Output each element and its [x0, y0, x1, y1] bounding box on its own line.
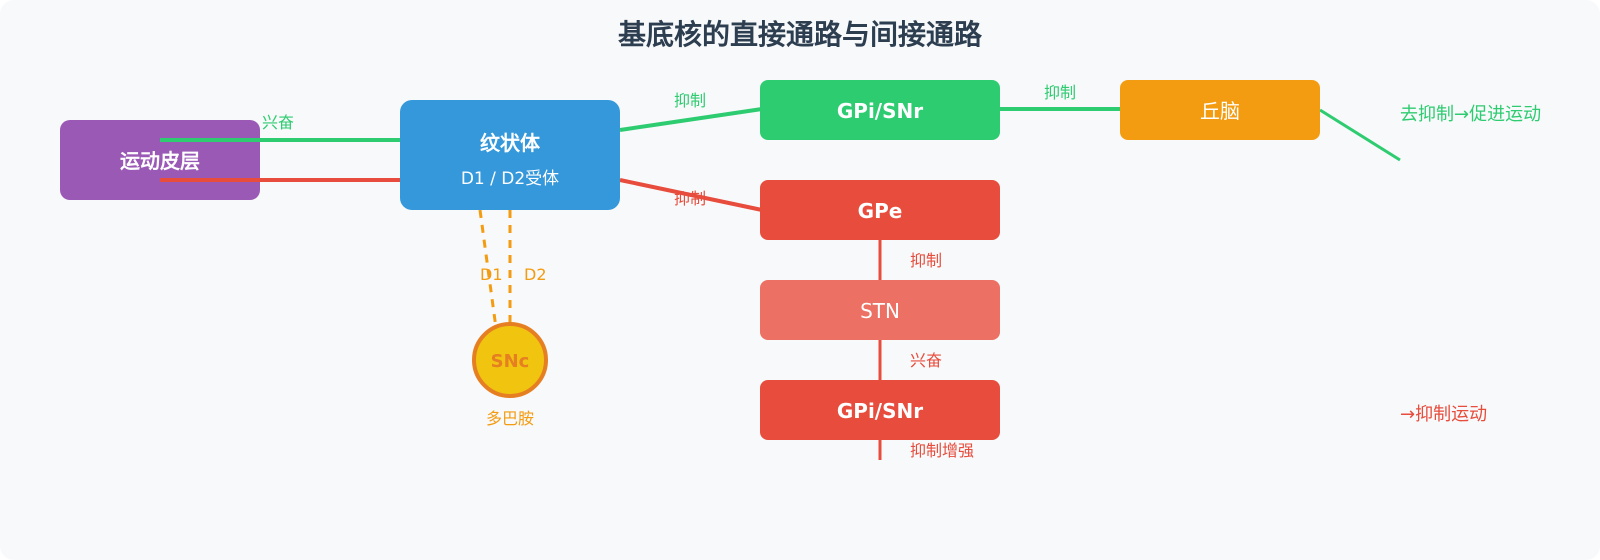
label-striatum-gpi-inhibit: 抑制	[674, 91, 706, 110]
node-gpi-indirect: GPi/SNr	[760, 380, 1000, 440]
gpe-box	[760, 180, 1000, 240]
node-gpe: GPe	[760, 180, 1000, 240]
label-striatum-gpe-inhibit: 抑制	[674, 189, 706, 208]
diagram-title: 基底核的直接通路与间接通路	[618, 18, 983, 51]
label-d1: D1	[480, 265, 503, 284]
snc-caption: 多巴胺	[486, 409, 534, 428]
stn-box	[760, 280, 1000, 340]
gpe-label: GPe	[858, 199, 903, 223]
striatum-subtitle: D1 / D2受体	[461, 169, 559, 189]
node-snc: SNc 多巴胺	[472, 322, 548, 428]
edge-thalamus-outcome	[1319, 108, 1401, 162]
stn-label: STN	[860, 299, 900, 323]
edge-dopamine-d1	[478, 209, 498, 329]
label-gpe-stn-inhibit: 抑制	[910, 251, 942, 270]
node-stn: STN	[760, 280, 1000, 340]
edge-striatum-gpi-direct	[619, 107, 763, 132]
outcome-direct: 去抑制→促进运动	[1400, 104, 1541, 125]
thalamus-label: 丘脑	[1200, 99, 1240, 123]
motor-cortex-label: 运动皮层	[120, 149, 200, 173]
gpi-indirect-box	[760, 380, 1000, 440]
gpi-direct-box	[760, 80, 1000, 140]
node-motor-cortex: 运动皮层	[60, 120, 260, 200]
striatum-box	[400, 100, 620, 210]
label-gpi-thalamus-inhibit: 抑制	[1044, 83, 1076, 102]
edge-labels: 兴奋 抑制 抑制 抑制 D1 D2 抑制 兴奋 抑制增强	[262, 83, 1076, 460]
snc-circle	[472, 322, 548, 398]
edges	[160, 107, 1401, 460]
striatum-title: 纹状体	[480, 131, 541, 155]
label-cortex-excite: 兴奋	[262, 113, 294, 132]
thalamus-box	[1120, 80, 1320, 140]
gpi-indirect-label: GPi/SNr	[837, 399, 923, 423]
label-d2: D2	[524, 265, 547, 284]
gpi-direct-label: GPi/SNr	[837, 99, 923, 123]
label-gpi-output: 抑制增强	[910, 441, 974, 460]
label-stn-gpi-excite: 兴奋	[910, 351, 942, 370]
node-thalamus: 丘脑	[1120, 80, 1320, 140]
edge-striatum-gpe	[619, 178, 763, 212]
snc-label: SNc	[491, 351, 530, 372]
node-gpi-direct: GPi/SNr	[760, 80, 1000, 140]
outcome-indirect: →抑制运动	[1400, 404, 1487, 425]
node-striatum: 纹状体 D1 / D2受体	[400, 100, 620, 210]
